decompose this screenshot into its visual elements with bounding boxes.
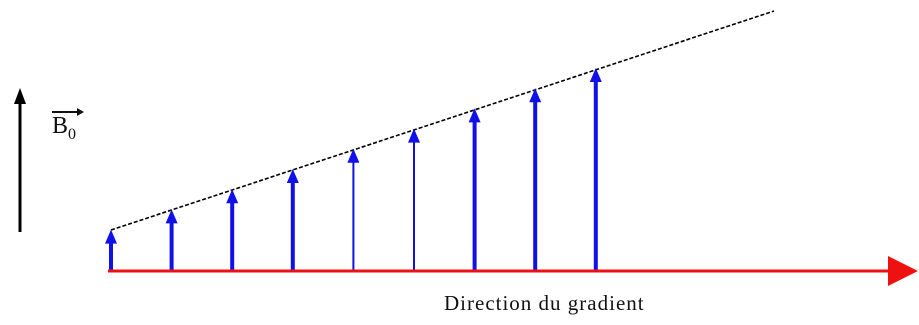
- field-arrow: [347, 148, 360, 270]
- field-arrow: [226, 189, 239, 270]
- field-envelope-line: [110, 10, 775, 231]
- vector-bar: [52, 108, 84, 116]
- field-arrow: [408, 128, 420, 270]
- b0-label: B0: [52, 108, 84, 144]
- gradient-direction-label: Direction du gradient: [444, 291, 645, 315]
- field-arrow: [286, 169, 299, 270]
- field-arrow: [468, 108, 481, 270]
- field-arrow: [165, 209, 178, 270]
- field-arrows: [105, 68, 602, 270]
- b0-symbol: B: [52, 113, 69, 139]
- field-arrow: [589, 68, 602, 270]
- field-arrow: [529, 88, 542, 270]
- field-arrow: [105, 229, 117, 270]
- reference-field-arrow: [14, 88, 26, 232]
- b0-subscript: 0: [68, 126, 77, 143]
